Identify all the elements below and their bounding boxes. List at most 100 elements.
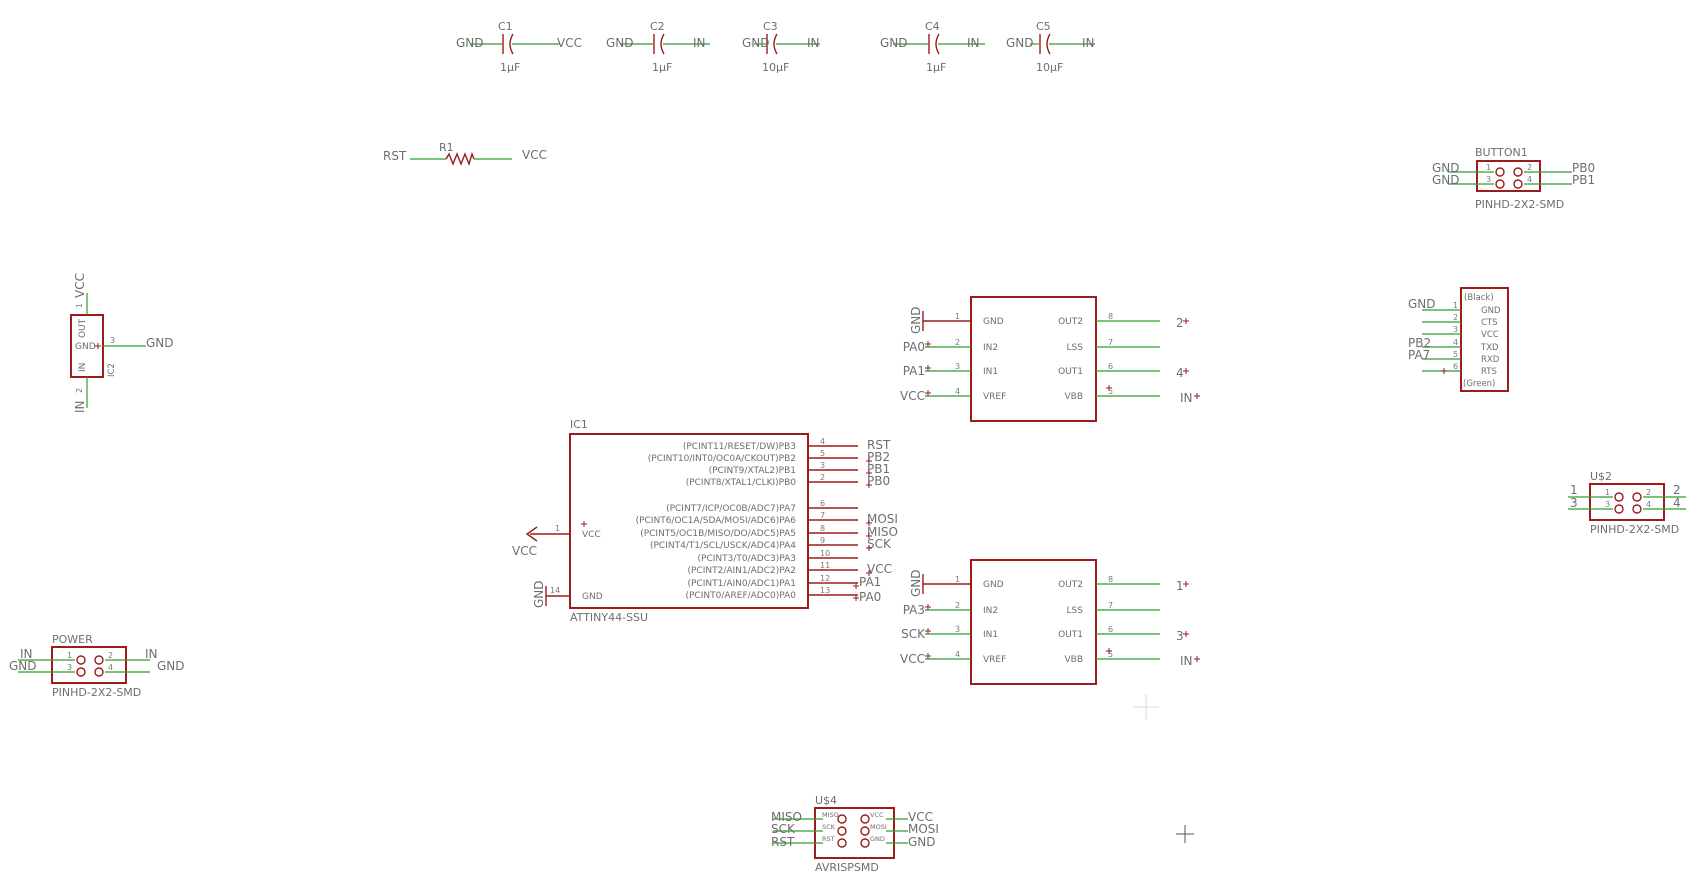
button-header[interactable]: 1 2 3 4 BUTTON1 PINHD-2X2-SMD GND GND PB… — [1432, 146, 1595, 211]
pin-number: 3 — [1605, 500, 1610, 509]
pin-function-label: (PCINT4/T1/SCL/USCK/ADC4)PA4 — [650, 541, 796, 551]
isp-inner-label: MISO — [822, 811, 839, 819]
pin-number: 1 — [1486, 163, 1491, 172]
pin-number: 5 — [1108, 650, 1113, 659]
pin-name: CTS — [1481, 318, 1498, 328]
pin-function-label: (PCINT11/RESET/DW)PB3 — [683, 442, 796, 452]
microcontroller-ic1[interactable]: IC1 ATTINY44-SSU 1 VCC VCC 14 GND GND (P… — [512, 418, 898, 624]
pin-number: 3 — [820, 461, 825, 470]
net-label: RST — [771, 835, 795, 849]
pin-number: 9 — [820, 536, 825, 545]
pin-name: VBB — [1064, 392, 1083, 402]
net-label: PA0 — [859, 590, 881, 604]
net-label: VCC — [522, 148, 547, 162]
pin-number: 2 — [1453, 313, 1458, 322]
capacitor-name: C4 — [925, 20, 940, 33]
part-name: POWER — [52, 633, 93, 646]
power-header[interactable]: 1 2 3 4 POWER PINHD-2X2-SMD IN GND IN GN… — [9, 633, 185, 699]
pin-number: 8 — [1108, 312, 1113, 321]
net-label: 4 — [1176, 366, 1184, 380]
net-label: GND — [909, 569, 923, 597]
pin-number: 2 — [75, 388, 84, 393]
u2-header[interactable]: 1 2 3 4 U$2 PINHD-2X2-SMD 1 3 2 4 — [1568, 470, 1686, 536]
capacitor-c5[interactable]: C5 10µF GND IN — [1006, 20, 1095, 74]
capacitor-c2[interactable]: C2 1µF GND IN — [606, 20, 710, 74]
resistor-r1[interactable]: R1 RST VCC — [383, 141, 547, 167]
net-label: IN — [693, 36, 706, 50]
cursor-crosshair — [1176, 825, 1194, 843]
net-label: PA1 — [859, 575, 881, 589]
net-label: GND — [456, 36, 484, 50]
pin-function-label: (PCINT1/AIN0/ADC1)PA1 — [687, 579, 796, 589]
pin-number: 3 — [955, 625, 960, 634]
net-label: VCC — [900, 652, 925, 666]
pin-number: 4 — [1527, 175, 1532, 184]
pin-number: 6 — [1108, 362, 1113, 371]
ftdi-header[interactable]: (Black) (Green) 1 2 3 4 5 6 GND CTS VCC … — [1408, 287, 1509, 392]
pin-number: 2 — [1527, 163, 1532, 172]
net-label: 2 — [1673, 483, 1681, 497]
part-name: IC2 — [107, 363, 117, 377]
pin-name: VCC — [1481, 330, 1499, 340]
capacitor-name: C5 — [1036, 20, 1051, 33]
net-label: PB2 — [1408, 336, 1431, 350]
pin-number: 12 — [820, 574, 830, 583]
net-label: PB0 — [1572, 161, 1595, 175]
pin-number: 6 — [820, 499, 825, 508]
pin-name: GND — [582, 592, 603, 602]
isp-header[interactable]: MISO SCK RST VCC MOSI GND U$4 AVRISPSMD … — [771, 794, 939, 871]
pin-number: 11 — [820, 561, 830, 570]
capacitor-value: 1µF — [500, 61, 520, 74]
pin-number: 2 — [108, 651, 113, 660]
capacitor-c4[interactable]: C4 1µF GND IN — [880, 20, 985, 74]
voltage-regulator[interactable]: OUT GND IN IC2 1 3 2 VCC GND IN — [70, 273, 174, 413]
isp-inner-label: RST — [822, 835, 835, 843]
pin-number: 4 — [820, 437, 825, 446]
pin-name: IN — [78, 363, 88, 372]
isp-inner-label: GND — [870, 835, 885, 843]
pin-function-label: (PCINT6/OC1A/SDA/MOSI/ADC6)PA6 — [636, 516, 797, 526]
capacitor-c3[interactable]: C3 10µF GND IN — [742, 20, 820, 74]
net-label: GND — [742, 36, 770, 50]
net-label: 3 — [1570, 496, 1578, 510]
pin-number: 2 — [1646, 488, 1651, 497]
pin-number: 5 — [820, 449, 825, 458]
ftdi-top-label: (Black) — [1464, 293, 1494, 303]
net-label: 1 — [1176, 579, 1184, 593]
net-label: MOSI — [867, 512, 898, 526]
pin-name: IN2 — [983, 606, 998, 616]
pin-name: VREF — [983, 655, 1006, 665]
pin-function-label: (PCINT10/INT0/OC0A/CKOUT)PB2 — [648, 454, 796, 464]
net-label: PA3 — [903, 603, 925, 617]
net-label: IN — [1082, 36, 1095, 50]
capacitor-value: 1µF — [652, 61, 672, 74]
pin-name: VBB — [1064, 655, 1083, 665]
net-label: GND — [1432, 173, 1460, 187]
pin-number: 5 — [1108, 387, 1113, 396]
pin-number: 8 — [820, 524, 825, 533]
net-label: PA0 — [903, 340, 925, 354]
pin-number: 3 — [955, 362, 960, 371]
pin-name: VREF — [983, 392, 1006, 402]
net-label: IN — [807, 36, 820, 50]
pin-number: 3 — [1486, 175, 1491, 184]
pin-number: 8 — [1108, 575, 1113, 584]
part-name: U$4 — [815, 794, 837, 807]
pin-number: 1 — [955, 575, 960, 584]
net-label: PB1 — [867, 462, 890, 476]
pin-name: IN2 — [983, 343, 998, 353]
pin-number: 6 — [1108, 625, 1113, 634]
net-label: GND — [909, 306, 923, 334]
net-label: VCC — [908, 810, 933, 824]
pin-number: 1 — [67, 651, 72, 660]
isp-inner-label: VCC — [870, 811, 884, 819]
pin-number: 1 — [955, 312, 960, 321]
isp-inner-label: SCK — [822, 823, 836, 831]
resistor-name: R1 — [439, 141, 454, 154]
part-name: U$2 — [1590, 470, 1612, 483]
capacitor-c1[interactable]: C1 1µF GND VCC — [456, 20, 582, 74]
